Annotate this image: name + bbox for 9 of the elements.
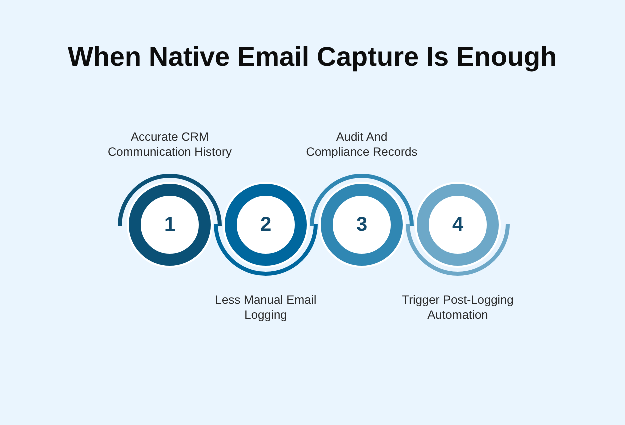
step-caption: Accurate CRM Communication History (106, 130, 234, 160)
step-caption: Audit And Compliance Records (305, 130, 419, 160)
step-number: 3 (356, 214, 368, 236)
step-number: 4 (452, 214, 464, 236)
step-number: 1 (164, 214, 176, 236)
step-number: 2 (260, 214, 272, 236)
title: When Native Email Capture Is Enough (68, 42, 558, 73)
step-caption: Trigger Post-Logging Automation (401, 293, 515, 323)
step-caption: Less Manual Email Logging (214, 293, 318, 323)
